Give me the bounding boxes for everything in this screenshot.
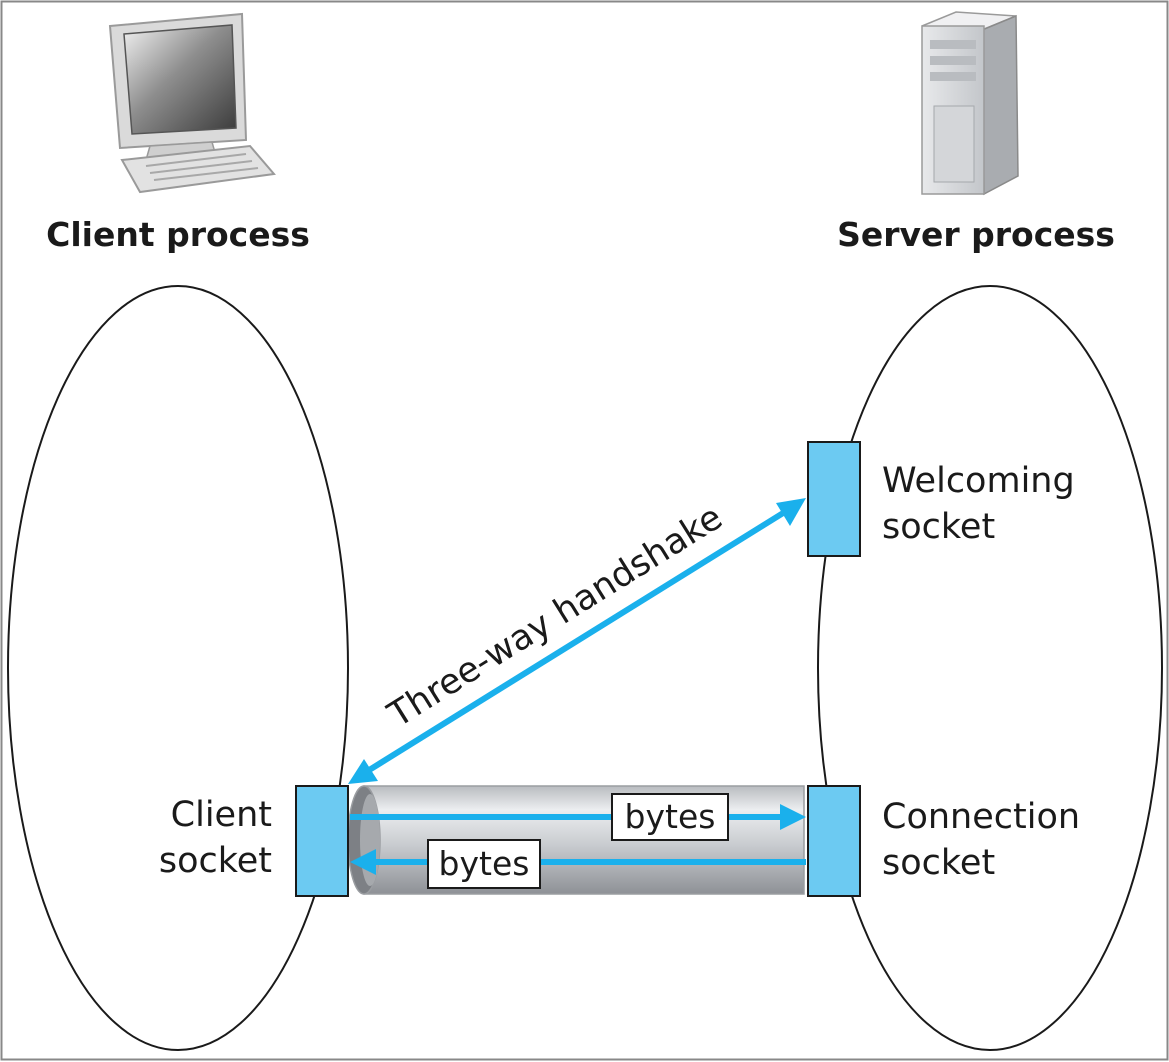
client-process-boundary: [7, 285, 349, 1051]
backward-bytes-label-box: bytes: [427, 839, 541, 889]
backward-bytes-label: bytes: [439, 844, 530, 883]
welcoming-socket-label-line1: Welcoming: [882, 461, 1075, 501]
client-socket-label-line1: Client: [171, 795, 272, 835]
client-process-title: Client process: [46, 215, 310, 254]
connection-socket-label-line2: socket: [882, 843, 995, 883]
desktop-computer-icon: [108, 12, 276, 194]
connection-socket-label-line1: Connection: [882, 797, 1080, 837]
server-process-boundary: [817, 285, 1163, 1051]
forward-bytes-label: bytes: [625, 797, 716, 836]
client-socket-label-line2: socket: [159, 841, 272, 881]
welcoming-socket-label-line2: socket: [882, 507, 995, 547]
connection-socket: [807, 785, 861, 897]
forward-bytes-label-box: bytes: [611, 793, 729, 841]
tower-server-icon: [921, 11, 1019, 196]
tcp-connection-pipe: [347, 785, 805, 895]
server-process-title: Server process: [837, 215, 1115, 254]
client-socket: [295, 785, 349, 897]
three-way-handshake-arrow: [348, 498, 806, 784]
three-way-handshake-label: Three-way handshake: [381, 498, 730, 737]
welcoming-socket: [807, 441, 861, 557]
